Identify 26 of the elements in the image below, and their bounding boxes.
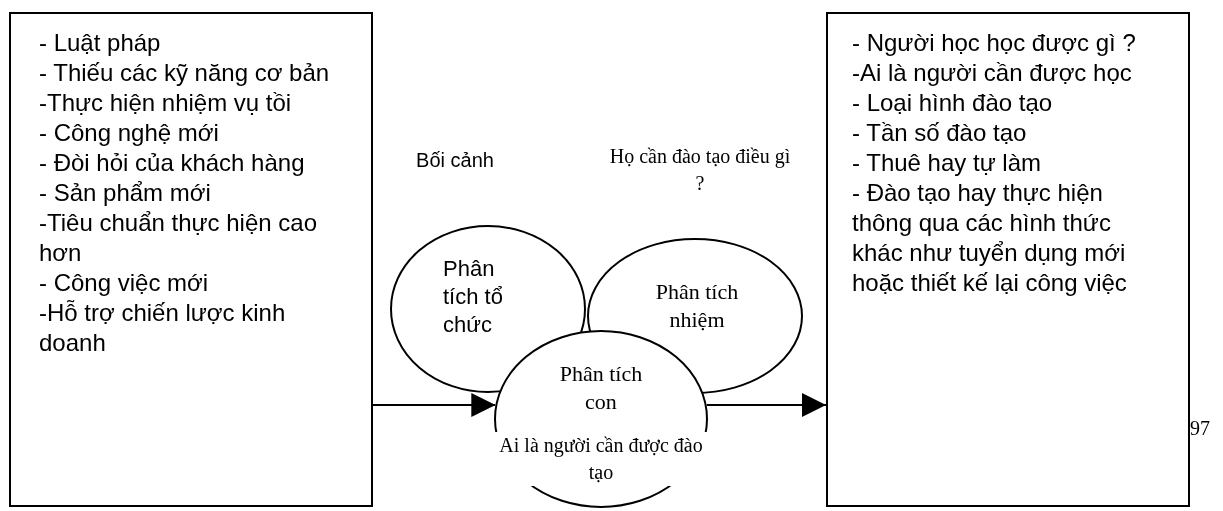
caption-text: Bối cảnh [415,148,495,173]
arrow [372,393,497,417]
list-item: - Đòi hỏi của khách hàng [39,148,306,178]
caption-text: Ai là người cần được đào tạo [492,432,710,486]
list-item: - Thiếu các kỹ năng cơ bản [39,58,331,88]
list-item: - Sản phẩm mới [39,178,212,208]
circle-label: Phân tích tổ chức [443,255,504,339]
page-number: 97 [1190,416,1211,441]
list-item: - Công việc mới [39,268,210,298]
list-item: -Ai là người cần được học [852,58,1133,88]
list-item: -Thực hiện nhiệm vụ tồi [39,88,293,118]
list-item: - Đào tạo hay thực hiện thông qua các hình thức khác như tuyển dụng mới hoặc thiết kế lại công việc [852,178,1128,298]
circle-label: Phân tích con [558,360,644,416]
caption-text: Họ cần đào tạo điều gì ? [608,144,792,196]
list-item: - Loại hình đào tạo [852,88,1054,118]
circle-label: Phân tích nhiệm [654,278,740,334]
list-item: -Hỗ trợ chiến lược kinh doanh [39,298,287,358]
list-item: - Luật pháp [39,28,162,58]
list-item: - Người học học được gì ? [852,28,1137,58]
list-item: - Công nghệ mới [39,118,220,148]
text-box [9,12,373,507]
list-item: - Thuê hay tự làm [852,148,1043,178]
arrow [705,393,827,417]
text-box [826,12,1190,507]
list-item: - Tần số đào tạo [852,118,1028,148]
list-item: -Tiêu chuẩn thực hiện cao hơn [39,208,318,268]
